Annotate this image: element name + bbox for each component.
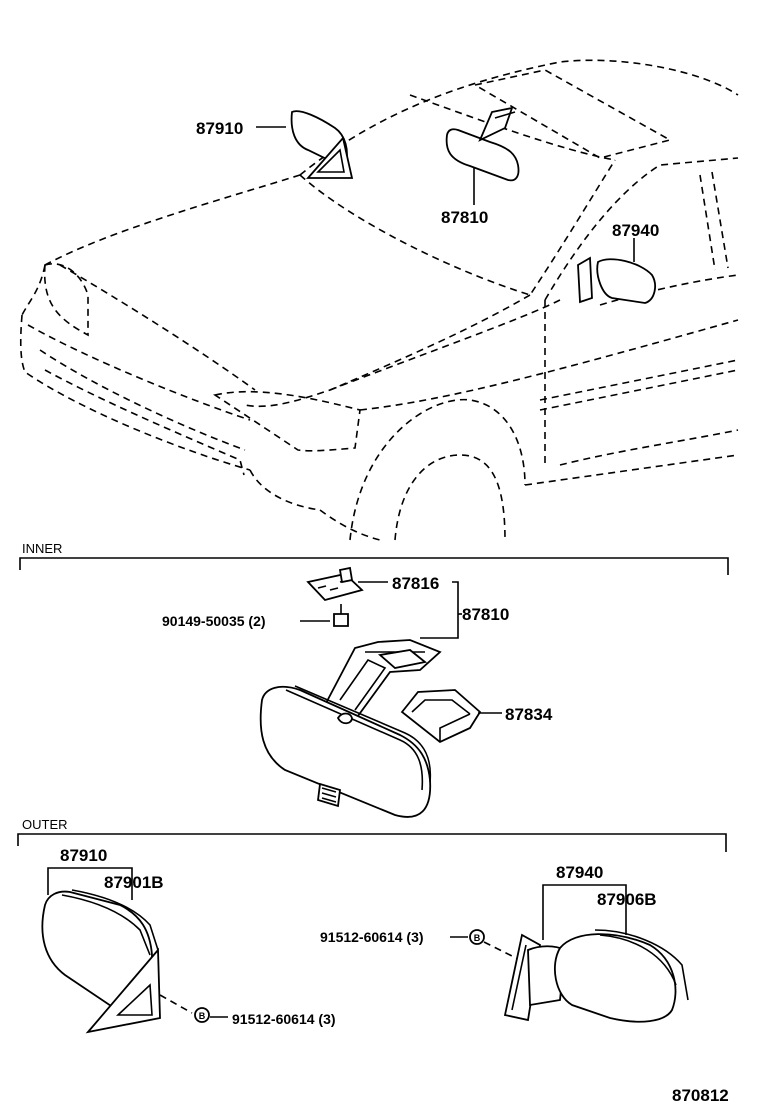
inner-section-frame [19, 557, 729, 575]
overview-left-outer-mirror [290, 110, 354, 179]
inner-cover-part [400, 689, 482, 744]
overview-inner-mirror [445, 106, 520, 182]
inner-screw-label: 90149-50035 (2) [162, 613, 266, 629]
inner-screw-part [333, 604, 349, 627]
outer-left-bracket-line [47, 867, 133, 900]
outer-right-bracket-line [542, 884, 627, 940]
overview-right-outer-mirror [577, 256, 656, 304]
svg-text:B: B [199, 1011, 206, 1021]
outer-right-screw-label: 91512-60614 (3) [320, 929, 424, 945]
outer-left-mirror-part [41, 889, 161, 1034]
inner-section-title: INNER [22, 541, 62, 556]
inner-mirror-assembly [259, 639, 442, 818]
outer-right-mirror-part [503, 929, 689, 1023]
outer-right-assembly-label: 87940 [556, 863, 603, 882]
outer-right-screw-icon [469, 929, 485, 945]
svg-text:B: B [474, 933, 481, 943]
outer-right-sub-label: 87906B [597, 890, 657, 909]
outer-left-screw-label: 91512-60614 (3) [232, 1011, 336, 1027]
overview-inner-mirror-label: 87810 [441, 208, 488, 227]
inner-assembly-label: 87810 [462, 605, 509, 624]
car-illustration [19, 59, 739, 541]
outer-left-screw-icon [194, 1007, 210, 1023]
inner-cover-label: 87834 [505, 705, 553, 724]
outer-section-frame [17, 833, 727, 852]
outer-section-title: OUTER [22, 817, 68, 832]
overview-right-mirror-label: 87940 [612, 221, 659, 240]
inner-bracket-label: 87816 [392, 574, 439, 593]
diagram-number: 870812 [672, 1086, 729, 1105]
outer-left-sub-label: 87901B [104, 873, 164, 892]
overview-left-mirror-label: 87910 [196, 119, 243, 138]
outer-left-assembly-label: 87910 [60, 846, 107, 865]
inner-bracket-part [306, 566, 364, 602]
inner-assembly-bracket-line [420, 581, 459, 639]
